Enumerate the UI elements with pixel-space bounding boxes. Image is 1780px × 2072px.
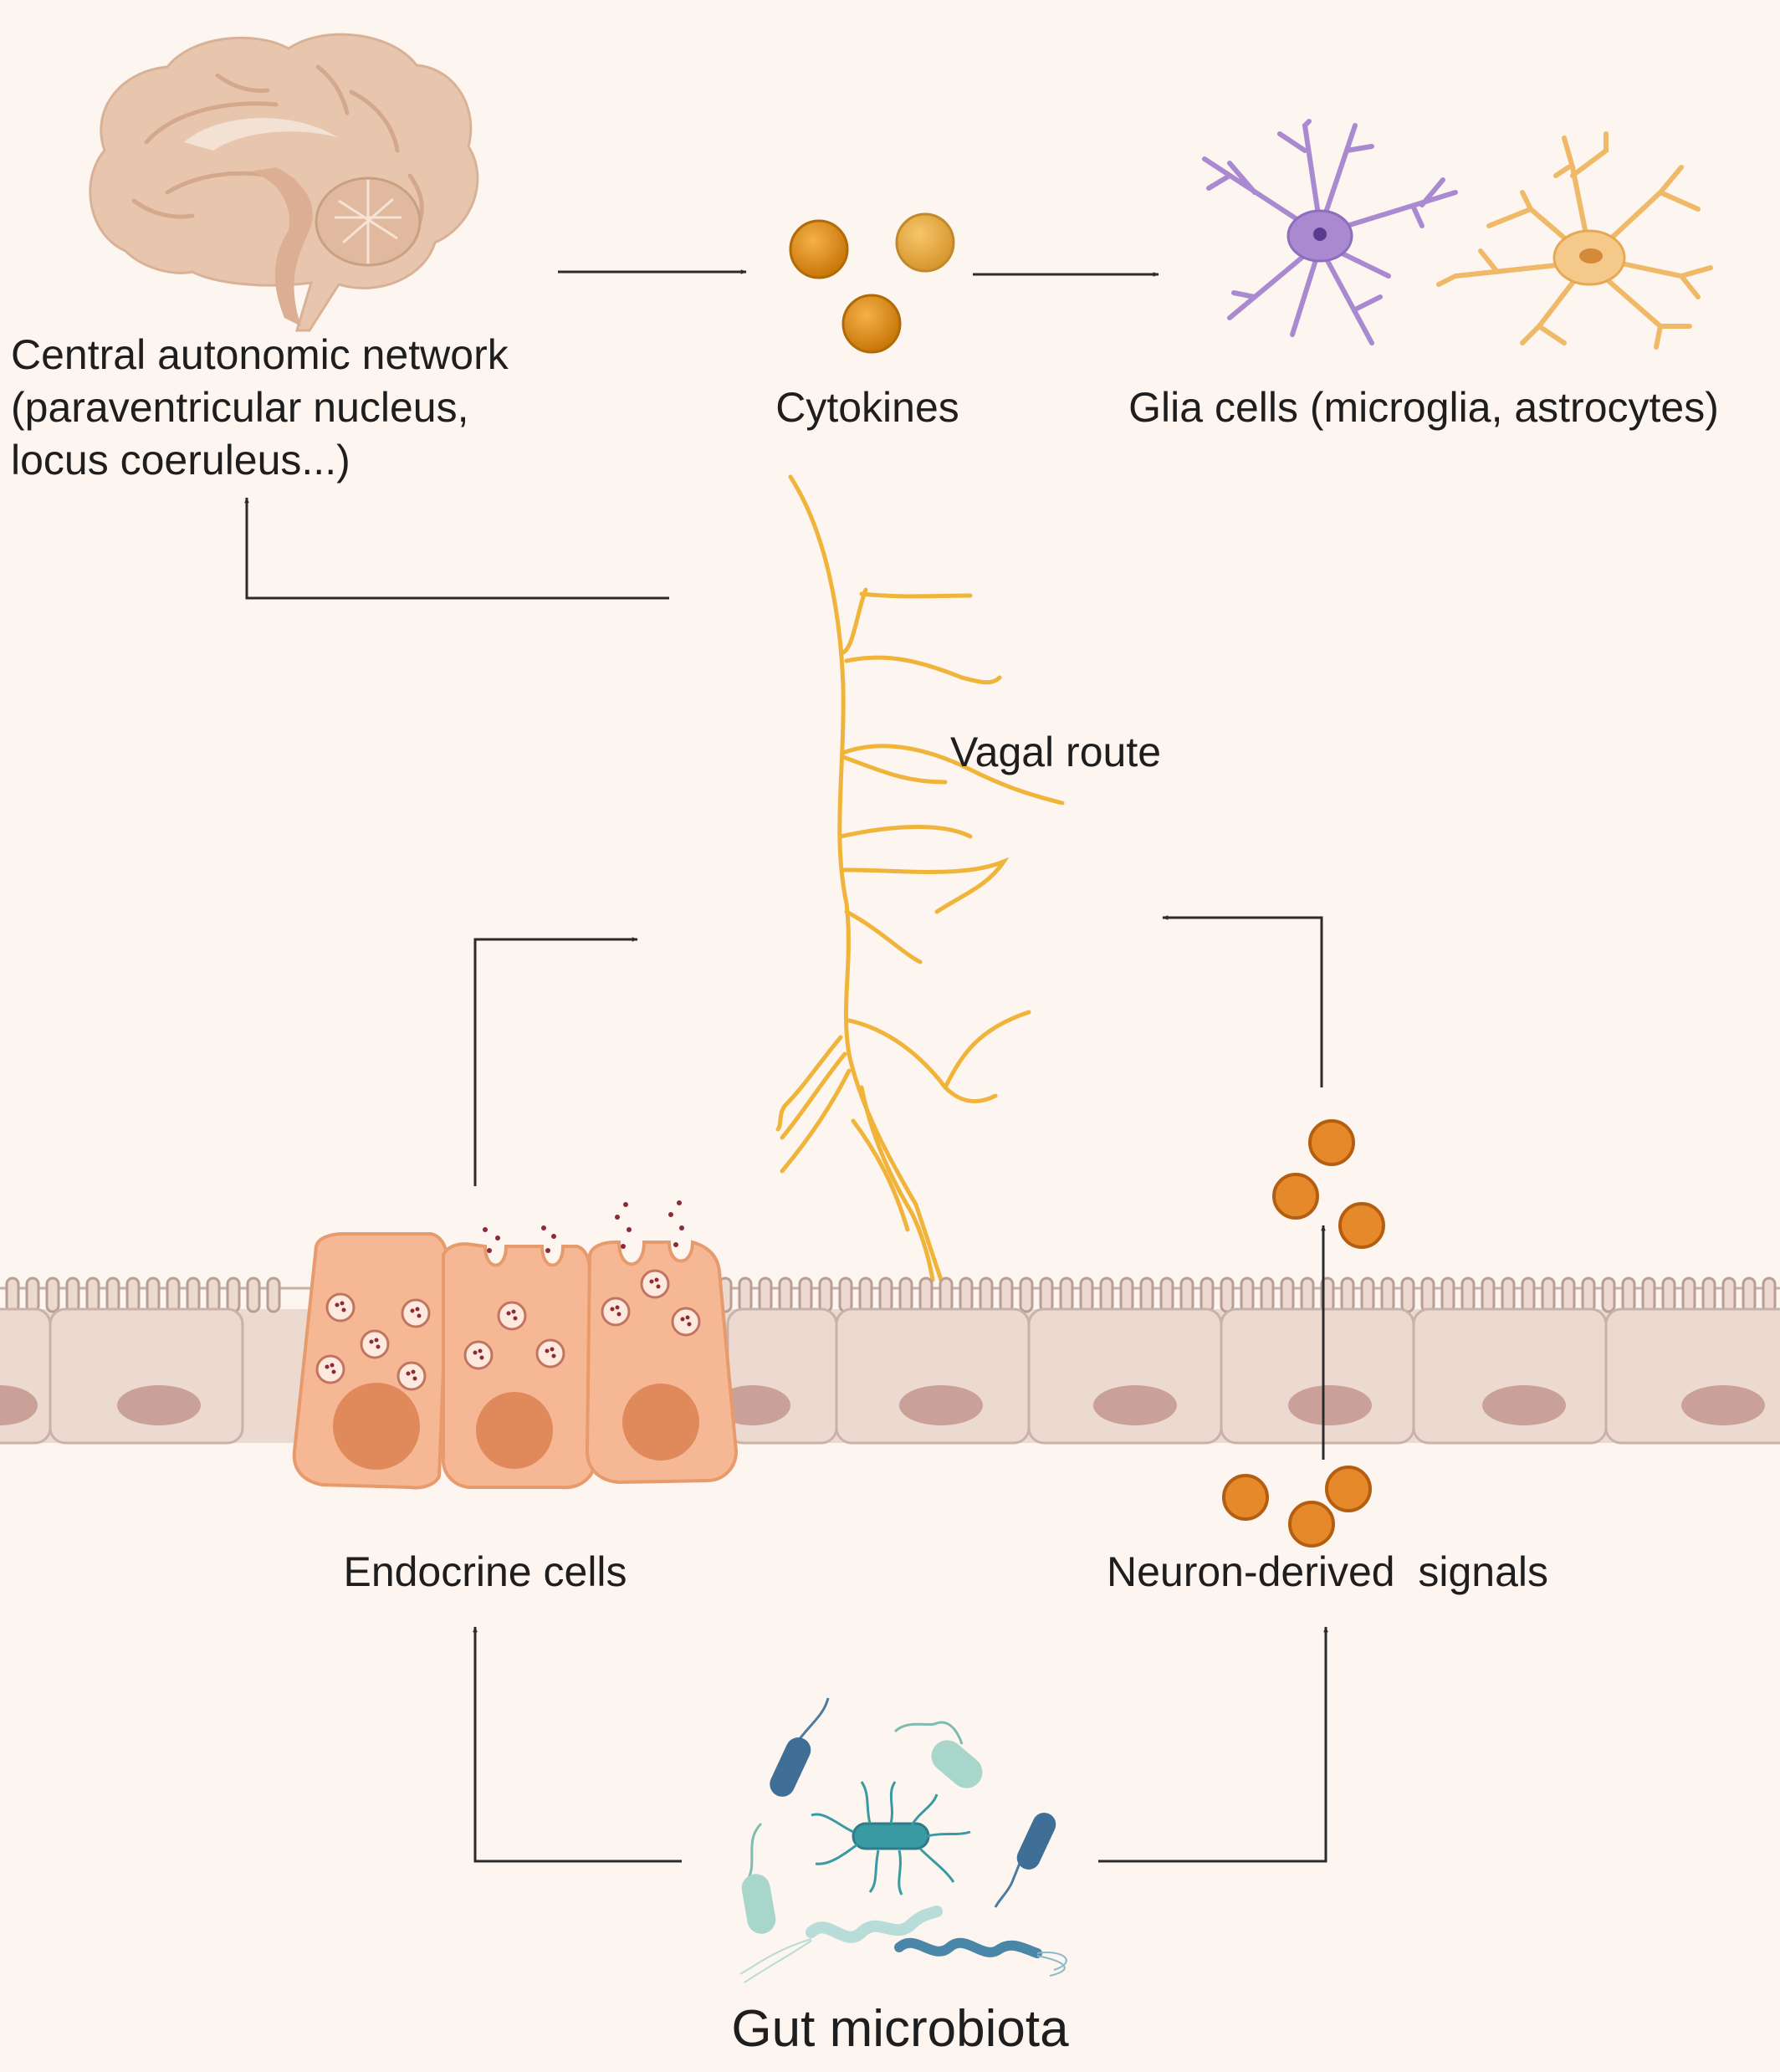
signal-molecule-icon xyxy=(1222,1119,1385,1548)
endocrine-cell-icon xyxy=(292,1200,739,1490)
neuron-signals-label: Neuron-derived signals xyxy=(1106,1548,1549,1595)
central-network-label-line1: Central autonomic network xyxy=(11,331,509,378)
epithelium-icon xyxy=(0,1276,1780,1445)
arrow-microbiota-to-endocrine xyxy=(473,1626,682,1863)
arrow-vagal-to-brain xyxy=(244,497,669,600)
arrow-endocrine-to-vagal xyxy=(473,937,638,1186)
cytokine-icon xyxy=(789,212,955,354)
gut-microbiota-label: Gut microbiota xyxy=(731,2000,1069,2058)
astrocyte-icon xyxy=(1436,131,1713,350)
arrow-signals-to-vagal xyxy=(1162,915,1323,1087)
central-network-label-line3: locus coeruleus...) xyxy=(11,437,350,483)
vagal-route-label: Vagal route xyxy=(950,729,1162,775)
microglia-icon xyxy=(1202,119,1458,345)
arrow-microbiota-to-signals xyxy=(1098,1626,1328,1863)
glia-cells-label: Glia cells (microglia, astrocytes) xyxy=(1128,384,1719,431)
endocrine-cells-label: Endocrine cells xyxy=(343,1548,627,1595)
central-network-label-line2: (paraventricular nucleus, xyxy=(11,384,469,431)
vagus-nerve-icon xyxy=(775,474,1065,1282)
brain-icon xyxy=(89,33,479,332)
bacteria-icon xyxy=(739,1697,1067,1983)
cytokines-label: Cytokines xyxy=(775,384,959,431)
